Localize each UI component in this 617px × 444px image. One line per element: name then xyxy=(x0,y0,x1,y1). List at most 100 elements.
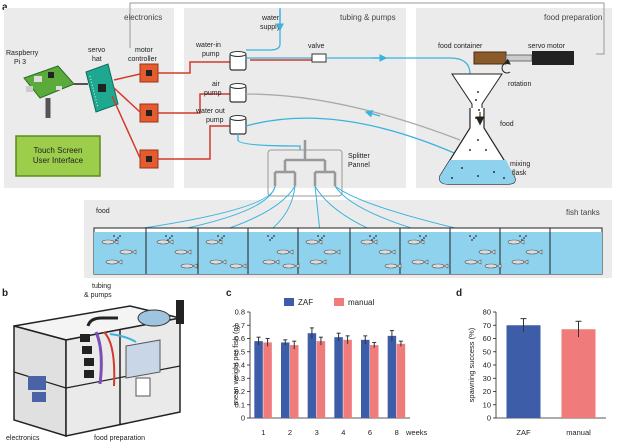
chart-c-xtick-label: 1 xyxy=(261,428,265,437)
legend-swatch-zaf xyxy=(284,298,294,306)
chart-c-bar-zaf xyxy=(254,341,263,418)
fish-group xyxy=(101,235,543,269)
water-out-label-2: pump xyxy=(206,117,224,124)
water-in-label-2: pump xyxy=(202,51,220,58)
chart-c-ytick-label: 0.3 xyxy=(235,374,245,383)
panel-label-b: b xyxy=(2,288,8,299)
touch-screen xyxy=(15,135,101,177)
electronics-3d-label: electronics xyxy=(6,435,40,442)
chart-c-xtick-label: 2 xyxy=(288,428,292,437)
chart-c-bar-manual xyxy=(396,343,406,418)
splitter-label-2: Pannel xyxy=(348,162,370,169)
panel-label-c: c xyxy=(226,288,232,299)
water-out-label-1: water out xyxy=(195,108,225,115)
food-container xyxy=(473,51,507,65)
chart-c-bar-zaf xyxy=(281,342,290,418)
valve-to-flask-tube xyxy=(326,57,471,75)
food-flask-label: food xyxy=(500,121,514,128)
tank-food-label: food xyxy=(96,208,110,215)
hat-wire-3 xyxy=(111,95,141,159)
wire-water-out-pump xyxy=(158,125,230,160)
pump-to-splitter-tube xyxy=(237,134,301,150)
touch-screen-label-1: Touch Screen xyxy=(34,146,83,155)
servo-hat-label-2: hat xyxy=(92,56,102,63)
air-pump-label-1: air xyxy=(212,81,220,88)
chart-d-ytick-label: 0 xyxy=(487,414,491,423)
chart-c-bar-manual xyxy=(290,345,299,418)
chart-d-ytick-label: 20 xyxy=(483,387,491,396)
legend-label-zaf: ZAF xyxy=(298,298,313,307)
chart-c-bar-zaf xyxy=(334,337,343,418)
touch-screen-label-2: User Interface xyxy=(33,156,84,165)
splitter-label-1: Splitter xyxy=(348,153,370,160)
air-tube xyxy=(245,93,461,141)
rotation-icon xyxy=(501,58,511,74)
servo-signal-line xyxy=(129,2,605,55)
mixing-label-1: mixing xyxy=(510,161,530,168)
food-prep-section xyxy=(416,8,612,188)
chart-c-ytick-label: 0.7 xyxy=(235,321,245,330)
tank-tubes xyxy=(115,185,473,233)
splitter-manifold xyxy=(273,140,337,186)
chart-d-ytick-label: 60 xyxy=(483,334,491,343)
servo-hat-label-1: servo xyxy=(88,47,105,54)
chart-c-ytick-label: 0.4 xyxy=(235,361,245,370)
chart-c-ytick-label: 0.6 xyxy=(235,334,245,343)
chart-c-ylabel: mean weight per fish (g) xyxy=(231,324,240,405)
raspberry-label-2: Pi 3 xyxy=(14,59,26,66)
chart-c-xtick-label: 6 xyxy=(368,428,372,437)
chart-d-bar-manual xyxy=(561,329,596,418)
motor-controller-2 xyxy=(139,103,159,123)
chart-d-ytick-label: 80 xyxy=(483,308,491,317)
servo-shaft xyxy=(505,54,533,62)
servo-motor xyxy=(532,51,574,65)
chart-c-bar-zaf xyxy=(307,333,317,418)
panel-label-a: a xyxy=(2,2,8,13)
tank-1-fish xyxy=(101,235,137,265)
chart-c-bar-manual xyxy=(370,345,379,418)
legend-label-manual: manual xyxy=(348,298,374,307)
electronics-header: electronics xyxy=(124,13,162,22)
chart-c-ytick-label: 0.8 xyxy=(235,308,245,317)
food-prep-header: food preparation xyxy=(544,13,602,22)
chart-c-xtick-label: 3 xyxy=(315,428,319,437)
water-out-pump xyxy=(229,115,247,135)
chart-d-bar-zaf xyxy=(506,325,541,418)
zaf-3d-rendering xyxy=(13,300,184,438)
tubing-section xyxy=(184,8,406,188)
valve-icon xyxy=(311,53,327,63)
water-supply-tube xyxy=(246,8,281,51)
tank-8-fish xyxy=(464,235,502,269)
water-in-pump xyxy=(229,51,247,71)
tank-6-fish xyxy=(360,235,402,269)
chart-c-ytick-label: 0.2 xyxy=(235,387,245,396)
motor-controller-label-1: motor xyxy=(135,47,154,54)
air-pump xyxy=(229,83,247,103)
chart-d-ytick-label: 10 xyxy=(483,400,491,409)
chart-c-bar-manual xyxy=(343,339,352,418)
tank-5-fish xyxy=(305,235,341,265)
tank-3-fish xyxy=(205,235,247,269)
valve-label: valve xyxy=(308,43,324,50)
chart-d-xtick-label: ZAF xyxy=(516,428,531,437)
water-in-label-1: water-in xyxy=(195,42,221,49)
panel-label-d: d xyxy=(456,288,462,299)
hat-wire-1 xyxy=(113,73,141,81)
tank-7-fish xyxy=(407,235,449,269)
tubing-pumps-label-1: tubing xyxy=(92,283,111,290)
water-out-tube xyxy=(245,117,471,161)
chart-d-ytick-label: 40 xyxy=(483,361,491,370)
motor-controller-3 xyxy=(139,149,159,169)
tubing-pumps-label-2: & pumps xyxy=(84,292,112,299)
hat-wire-2 xyxy=(113,87,141,113)
fish-tanks-header: fish tanks xyxy=(566,208,600,217)
chart-c-ytick-label: 0 xyxy=(241,414,245,423)
tank-9-fish xyxy=(507,235,543,265)
chart-d-ytick-label: 50 xyxy=(483,347,491,356)
water-supply-label-1: water xyxy=(261,15,280,22)
chart-d-ytick-label: 30 xyxy=(483,374,491,383)
servo-motor-label: servo motor xyxy=(528,43,566,50)
motor-controller-label-2: controller xyxy=(128,56,157,63)
rotation-label: rotation xyxy=(508,81,531,88)
